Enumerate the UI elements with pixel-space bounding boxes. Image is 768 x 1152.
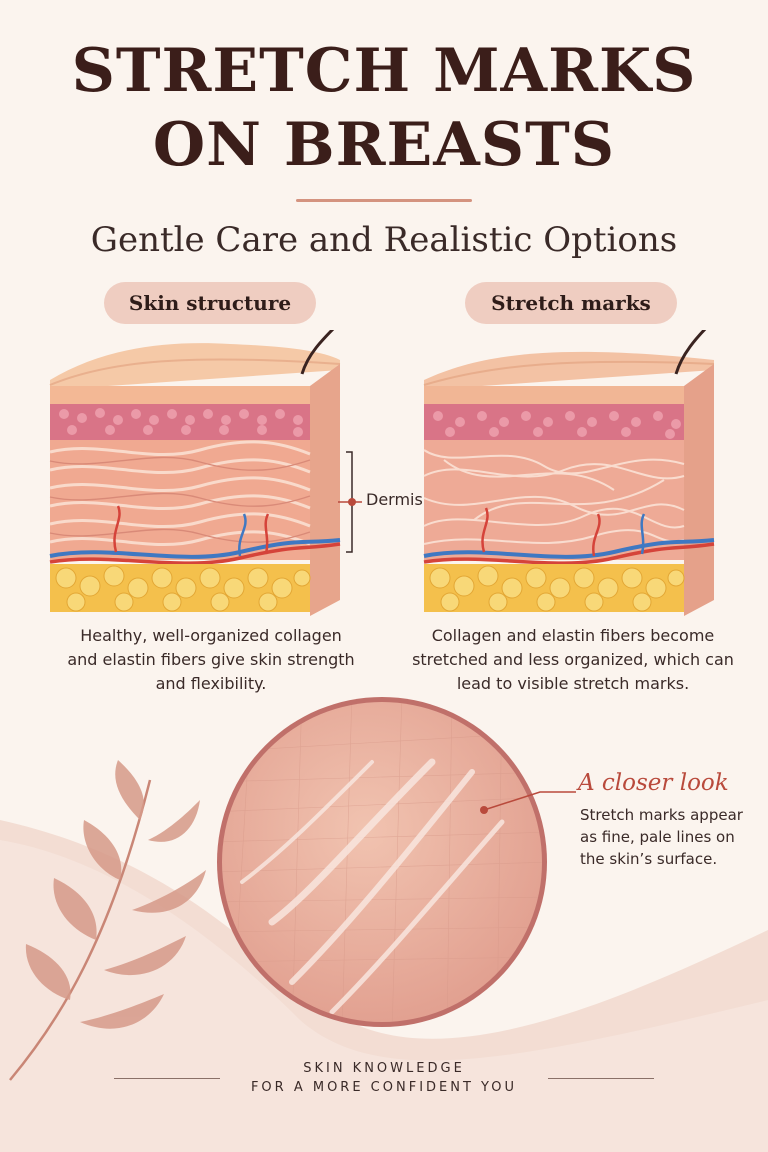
leaf-branch-icon xyxy=(9,760,206,1081)
healthy-skin-illustration xyxy=(49,330,362,616)
closeup-pointer xyxy=(480,791,576,814)
page-title-line-1: STRETCH MARKS xyxy=(71,36,697,106)
dermis-label: Dermis xyxy=(366,490,423,509)
closeup-skin-image xyxy=(217,697,547,1027)
footer-divider-left xyxy=(114,1078,220,1079)
footer-line-2: FOR A MORE CONFIDENT YOU xyxy=(250,1080,518,1095)
closer-look-text: Stretch marks appear as fine, pale lines… xyxy=(580,806,743,868)
stretched-skin-illustration xyxy=(423,330,715,616)
page-subtitle: Gentle Care and Realistic Options xyxy=(90,220,678,260)
page-title-line-2: ON BREASTS xyxy=(152,110,616,180)
skin-structure-description: Healthy, well-organized collagen and ela… xyxy=(67,626,355,693)
footer-divider-right xyxy=(548,1078,654,1079)
stretch-marks-label: Stretch marks xyxy=(465,282,677,324)
footer-line-1: SKIN KNOWLEDGE xyxy=(303,1061,465,1076)
stretch-marks-description: Collagen and elastin fibers become stret… xyxy=(412,626,734,693)
skin-structure-label: Skin structure xyxy=(104,282,316,324)
closer-look-title: A closer look xyxy=(578,770,729,796)
title-divider xyxy=(296,199,472,202)
